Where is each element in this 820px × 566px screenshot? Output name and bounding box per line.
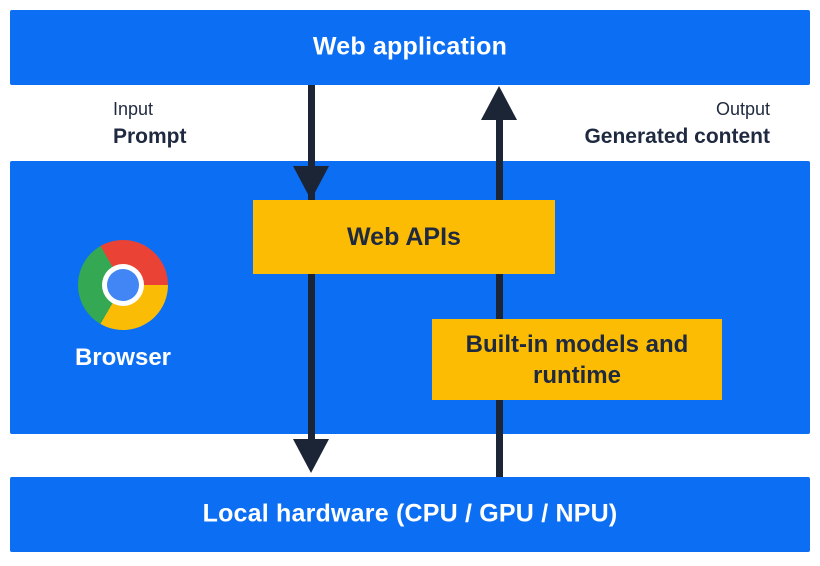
- arrow-up-icon: [481, 86, 517, 120]
- local-hardware-bar: Local hardware (CPU / GPU / NPU): [10, 477, 810, 552]
- builtin-models-label: Built-in models and runtime: [465, 330, 689, 389]
- output-label-group: Output Generated content: [584, 98, 770, 150]
- arrow-down-icon: [293, 439, 329, 473]
- local-hardware-label: Local hardware (CPU / GPU / NPU): [202, 498, 618, 527]
- browser-label: Browser: [74, 344, 172, 371]
- chrome-icon-blue-center: [107, 269, 139, 301]
- web-application-label: Web application: [312, 31, 508, 60]
- input-value: Prompt: [113, 124, 187, 148]
- input-title: Input: [113, 99, 154, 119]
- chrome-browser-icon: [78, 240, 168, 330]
- builtin-models-box: Built-in models and runtime: [432, 319, 722, 400]
- output-flow-arrow-line: [496, 120, 503, 477]
- output-value: Generated content: [584, 124, 770, 148]
- web-apis-label: Web APIs: [347, 222, 461, 251]
- chrome-icon-white-ring: [102, 264, 144, 306]
- web-apis-box: Web APIs: [253, 200, 555, 274]
- output-title: Output: [715, 99, 770, 119]
- web-application-bar: Web application: [10, 10, 810, 85]
- input-label-group: Input Prompt: [113, 98, 187, 150]
